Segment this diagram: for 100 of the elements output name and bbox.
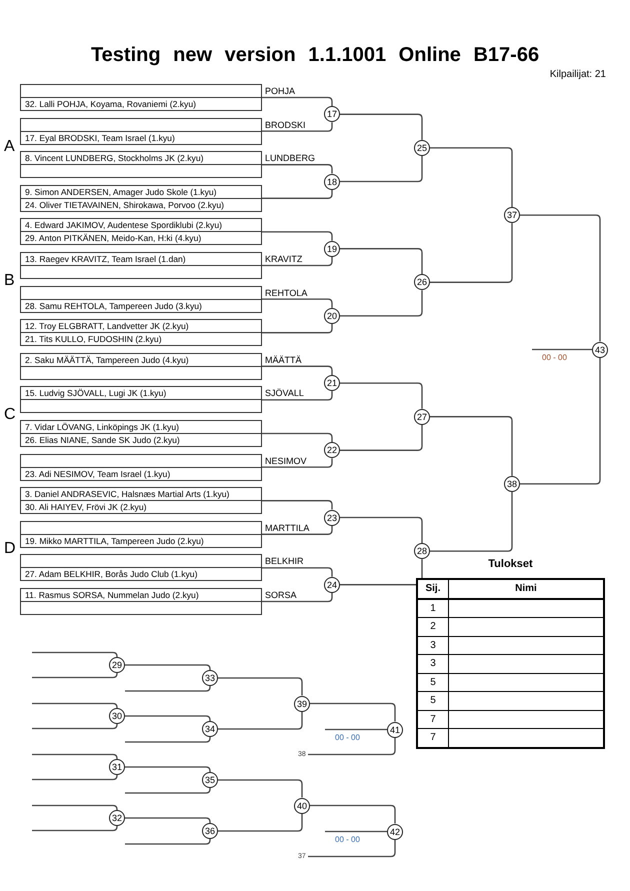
bracket-line [125,664,211,670]
bracket-line [340,248,423,274]
match-number-circle: 32 [109,810,125,826]
match-number-circle: 38 [504,476,520,492]
bracket-line [218,814,303,832]
winner-name: REHTOLA [264,288,308,298]
winner-name: POHJA [264,86,296,96]
bracket-line [32,804,118,810]
match-number-circle: 19 [324,240,340,257]
bracket-line [262,324,333,334]
bracket-line [262,231,333,241]
winner-name: MÄÄTTÄ [264,354,303,365]
match-number-circle: 39 [294,696,310,712]
match-number-circle: 25 [414,140,430,156]
bracket-line [532,348,592,350]
bracket-line [125,839,211,845]
bracket-line [262,432,333,442]
bracket-line [32,774,118,780]
bracket-line [32,702,118,708]
bracket-line [262,122,333,132]
match-number-circle: 26 [414,274,430,290]
match-number-circle: 21 [324,375,340,392]
bracket-line [125,817,211,823]
competitor-entry: 11. Rasmus SORSA, Nummelan Judo (2.kyu) [21,589,261,602]
match-number-circle: 29 [109,657,125,673]
bracket-line [308,840,396,858]
bracket-line [262,391,333,401]
match-number-circle: 33 [202,670,218,686]
bracket-line [520,214,601,342]
match-number-circle: 18 [324,174,340,190]
bracket-line [430,223,513,283]
bracket-line [325,728,387,730]
competitor-box [20,184,262,212]
competitor-box [20,386,262,414]
score-label: 00 - 00 [542,352,567,362]
competitor-box [20,352,262,380]
bracket-line [125,715,211,721]
bracket-line [262,96,333,106]
competitor-entry: 12. Troy ELGBRATT, Landvetter JK (2.kyu) [21,320,261,334]
match-number-circle: 40 [294,798,310,814]
bracket-line [262,190,333,199]
pool-letter: D [4,540,16,558]
bracket-line [262,567,333,577]
bracket-line [340,290,423,317]
pool-letter: C [4,406,16,424]
bracket-line [430,147,513,208]
competitor-box [20,151,262,178]
bracket-line [32,672,118,678]
competitor-entry: 9. Simon ANDERSEN, Amager Judo Skole (1.kyu) [21,186,261,199]
match-number-circle: 28 [414,543,430,560]
bracket-line [325,830,387,832]
match-number-circle: 31 [109,759,125,775]
winner-name: LUNDBERG [264,153,316,164]
bracket-line [430,416,513,476]
competitor-box [20,286,262,313]
bracket-line [125,686,211,692]
competitor-box [20,554,262,582]
competitor-entry: 2. Saku MÄÄTTÄ, Tampereen Judo (4.kyu) [21,354,261,367]
competitor-entry: 4. Edward JAKIMOV, Audentese Spordiklubi (2.kyu) [21,219,261,232]
bracket-line [262,298,333,308]
winner-name: SORSA [264,590,298,600]
competitor-entry: 17. Eyal BRODSKI, Team Israel (1.kyu) [24,132,176,145]
competitor-entry: 3. Daniel ANDRASEVIC, Halsnæs Martial Arts (1.kyu) [21,488,261,502]
bracket-line [262,164,333,174]
match-number-circle: 23 [324,510,340,526]
competitor-box [20,118,262,145]
winner-name: NESIMOV [264,456,308,466]
bracket-line [32,652,118,658]
match-number-circle: 22 [324,442,340,458]
rank-cell: 7 [418,710,449,728]
competitor-entry: 15. Ludvig SJÖVALL, Lugi JK (1.kyu) [21,387,261,400]
match-number-circle: 41 [387,722,403,738]
bracket-line [520,358,601,485]
competitor-box [20,487,262,514]
winner-name: KRAVITZ [264,254,304,264]
bracket-line [32,754,118,760]
winner-name: SJÖVALL [264,388,305,398]
rank-cell: 3 [418,655,449,672]
pool-letter: A [4,138,15,156]
bracket-line [218,779,303,798]
bracket-line [262,458,333,468]
match-number-circle: 42 [387,824,403,840]
winner-name: MARTTILA [264,522,310,533]
competitor-entry: 8. Vincent LUNDBERG, Stockholms JK (2.kyu) [21,152,261,166]
bracket-line [125,737,211,743]
competitor-box [20,520,262,548]
competitor-box [20,319,262,346]
competitor-box [20,84,262,111]
rank-cell: 5 [418,674,449,691]
column-header: Sij. [418,580,449,598]
bracket-line [262,500,333,510]
match-number-circle: 34 [202,721,218,737]
bracket-line [32,826,118,832]
competitor-entry: 27. Adam BELKHIR, Borås Judo Club (1.kyu) [24,568,198,582]
bracket-line [308,738,396,756]
competitor-box [20,454,262,481]
column-header: Nimi [514,582,538,596]
competitor-box [20,252,262,279]
match-number-circle: 20 [324,308,340,324]
title: Testing new version 1.1.1001 Online B17-66 [90,44,540,67]
